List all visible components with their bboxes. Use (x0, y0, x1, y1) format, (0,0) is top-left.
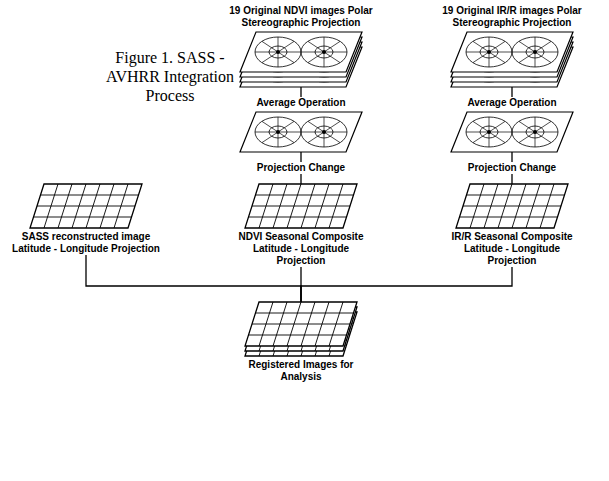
image-caption: Average Operation (231, 97, 371, 109)
composite-image (245, 184, 357, 228)
flow-line (511, 87, 512, 97)
sass-image (30, 184, 142, 228)
image-layer (240, 32, 362, 72)
image-node: 19 Original IR/R images Polar Stereograp… (424, 5, 600, 87)
image-layer (451, 32, 573, 72)
image-node: SASS reconstructed image Latitude - Long… (11, 184, 161, 255)
flow-line (300, 87, 301, 97)
operation-label: Projection Change (465, 162, 559, 174)
average-image (451, 112, 573, 152)
image-caption: Registered Images for Analysis (236, 359, 366, 383)
operation-label: Projection Change (254, 162, 348, 174)
image-node: Average Operation (231, 97, 371, 152)
flow-line (301, 267, 512, 302)
image-node: 19 Original NDVI images Polar Stereograp… (213, 5, 389, 87)
figure-title: Figure 1. SASS - AVHRR Integration Proce… (105, 48, 235, 105)
image-caption: SASS reconstructed image Latitude - Long… (11, 231, 161, 255)
image-node: Registered Images for Analysis (236, 302, 366, 383)
image-node: NDVI Seasonal Composite Latitude - Longi… (231, 184, 371, 267)
average-image (240, 112, 362, 152)
image-caption: NDVI Seasonal Composite Latitude - Longi… (231, 231, 371, 267)
image-node: IR/R Seasonal Composite Latitude - Longi… (442, 184, 582, 267)
image-caption: Average Operation (442, 97, 582, 109)
image-caption: 19 Original NDVI images Polar Stereograp… (213, 5, 389, 29)
flow-line (86, 255, 301, 302)
image-caption: 19 Original IR/R images Polar Stereograp… (424, 5, 600, 29)
image-node: Average Operation (442, 97, 582, 152)
registered-layer (245, 302, 357, 346)
image-caption: IR/R Seasonal Composite Latitude - Longi… (442, 231, 582, 267)
composite-image (456, 184, 568, 228)
